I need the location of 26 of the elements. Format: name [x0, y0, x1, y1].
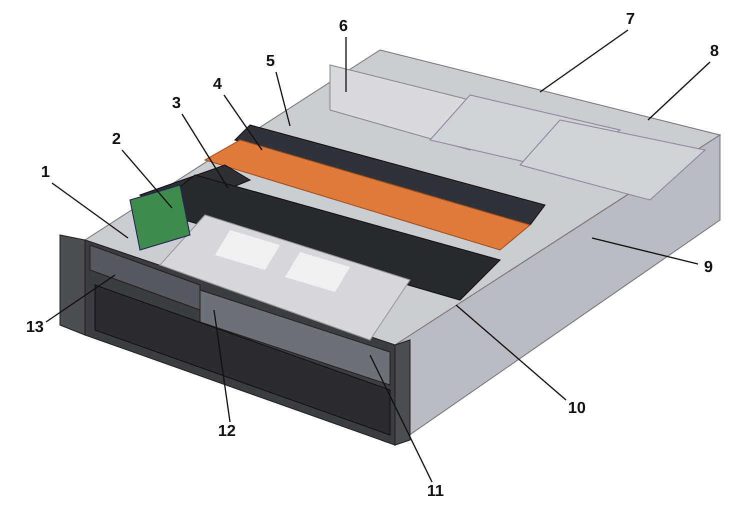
leader-line [122, 150, 172, 208]
callout-number: 8 [710, 43, 719, 61]
callout-number: 13 [26, 319, 44, 337]
leader-line [648, 62, 710, 120]
leader-line [52, 182, 128, 239]
leader-line [540, 29, 628, 93]
leader-line [369, 354, 433, 482]
callout-number: 10 [568, 400, 586, 418]
leader-line [223, 94, 263, 150]
callout-number: 11 [427, 483, 444, 501]
callout-number: 1 [41, 164, 50, 182]
leader-line [592, 237, 698, 265]
callout-number: 3 [172, 95, 181, 113]
leader-line [456, 304, 566, 400]
callout-number: 5 [266, 53, 275, 71]
callout-number: 6 [339, 18, 348, 36]
leader-line [213, 310, 231, 422]
leader-line [275, 72, 291, 126]
callout-number: 4 [213, 76, 222, 94]
callout-number: 12 [218, 423, 236, 441]
leader-line [345, 37, 347, 92]
leader-line [181, 114, 229, 188]
leader-line [46, 274, 116, 323]
callout-number: 2 [112, 131, 121, 149]
callout-number: 7 [626, 11, 635, 29]
callout-number: 9 [704, 259, 713, 277]
